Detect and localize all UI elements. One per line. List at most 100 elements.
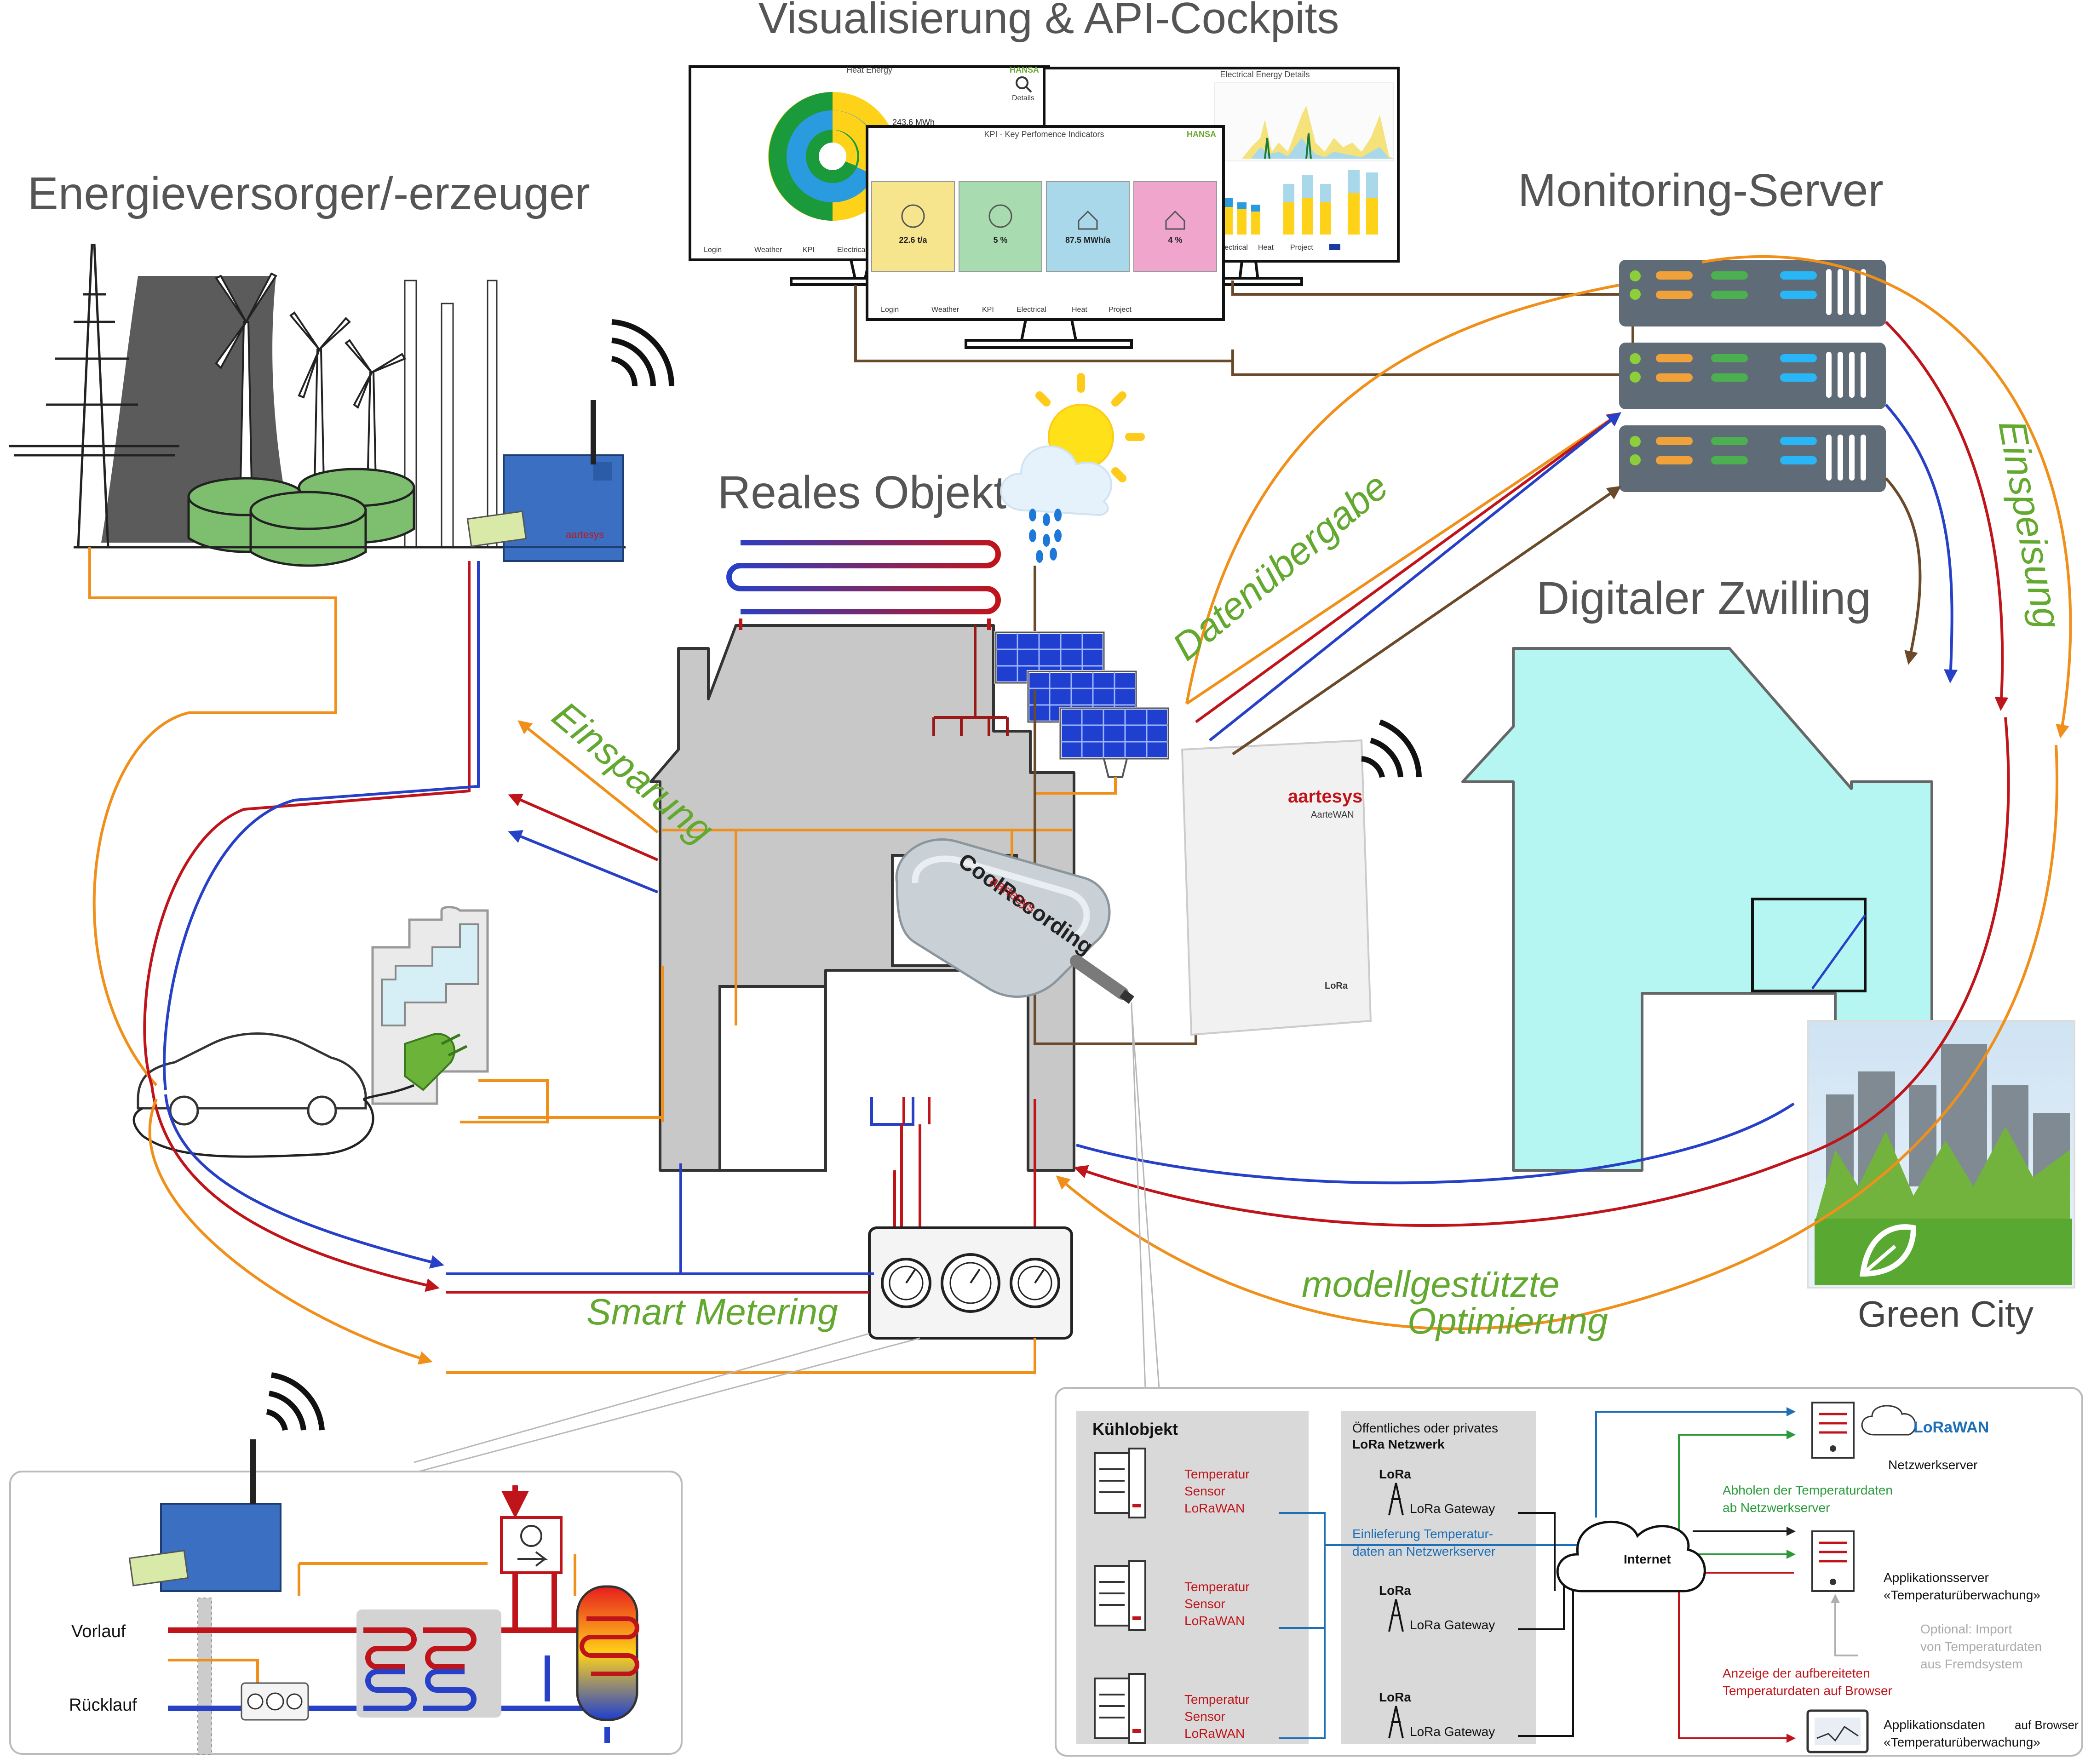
pylon-icon — [9, 243, 179, 548]
callout-line-sensor — [1131, 1002, 1160, 1389]
gateway3-lora-logo: LoRa — [1379, 1690, 1411, 1704]
leaf-icon — [1860, 1224, 1917, 1277]
storage-tanks — [187, 468, 415, 567]
internet-cloud-icon: Internet — [1556, 1521, 1706, 1592]
sensor-2 — [1094, 1560, 1146, 1631]
power-plant-illustration — [9, 243, 626, 567]
kpi-value-4: 4 % — [1168, 235, 1182, 245]
kpi-nav-heat[interactable]: Heat — [1072, 306, 1087, 314]
kpi-value-1: 22.6 t/a — [899, 235, 927, 245]
electrical-bar-chart — [1224, 170, 1378, 235]
lora-network-panel: Kühlobjekt Temperatur Sensor LoRaWAN Tem… — [1055, 1387, 2083, 1757]
label-return: Rücklauf — [69, 1695, 137, 1715]
kpi-nav-project[interactable]: Project — [1109, 306, 1132, 314]
electrical-nav-heat[interactable]: Heat — [1258, 244, 1274, 252]
electrical-nav-project[interactable]: Project — [1290, 244, 1313, 252]
sensor3-label-1: Temperatur — [1184, 1692, 1250, 1707]
lora-gateway-2: LoRa LoRa Gateway — [1379, 1583, 1495, 1632]
heat-nav-weather[interactable]: Weather — [754, 246, 782, 254]
detail-heat-pump — [500, 1516, 563, 1574]
coolrecording-sensor: CoolRecording aartesys — [895, 838, 1134, 1004]
kpi-value-3: 87.5 MWh/a — [1065, 235, 1111, 245]
kpi-nav-weather[interactable]: Weather — [931, 306, 959, 314]
kpi-nav-electrical[interactable]: Electrical — [1017, 306, 1046, 314]
controller-brand: aartesys — [566, 529, 604, 540]
magnifier-icon[interactable] — [1016, 76, 1032, 93]
green-city-icon — [1807, 1020, 2075, 1289]
charging-station — [371, 906, 489, 1105]
wifi-icon — [266, 1372, 325, 1431]
heat-nav-electrical[interactable]: Electrical — [837, 246, 867, 254]
heat-total-value: 243.6 MWh — [892, 118, 935, 127]
sensor2-label-1: Temperatur — [1184, 1580, 1250, 1594]
heat-logo: HANSA — [1010, 65, 1039, 74]
radiator-icon — [726, 540, 1001, 630]
gateway-brand: aartesys — [1288, 786, 1362, 807]
sensor2-label-2: Sensor — [1184, 1597, 1225, 1611]
label-optimization-2: Optimierung — [1407, 1300, 1608, 1341]
digital-twin-house — [1461, 647, 1933, 1172]
aartewan-gateway: aartesys AarteWAN LoRa — [1181, 719, 1422, 1036]
field-controller-device: aartesys — [466, 319, 675, 562]
smart-meter-box — [868, 1226, 1073, 1340]
display-label-2: Temperaturdaten auf Browser — [1723, 1684, 1892, 1698]
wifi-icon — [611, 319, 675, 387]
gateway3-label: LoRa Gateway — [1410, 1724, 1495, 1739]
delivery-label-1: Einlieferung Temperatur- — [1352, 1527, 1493, 1541]
kpi-nav-login[interactable]: Login — [881, 306, 899, 314]
netserver-label: Netzwerkserver — [1888, 1458, 1977, 1472]
kpi-value-2: 5 % — [993, 235, 1007, 245]
label-feed-in: Einspeisung — [1990, 417, 2069, 632]
title-digital-twin: Digitaler Zwilling — [1536, 573, 1871, 624]
server-rack-2 — [1619, 343, 1886, 409]
heat-details-link[interactable]: Details — [1012, 94, 1034, 102]
detail-heat-exchanger — [356, 1609, 501, 1718]
electric-car — [132, 1032, 414, 1158]
gateway1-label: LoRa Gateway — [1410, 1501, 1495, 1516]
weather-icon — [1000, 373, 1145, 690]
title-green-city: Green City — [1858, 1294, 2034, 1334]
gateway1-lora-logo: LoRa — [1379, 1467, 1411, 1481]
kpi-tile-savings[interactable]: 4 % — [1133, 181, 1217, 272]
lorawan-logo: LoRaWAN — [1913, 1419, 1989, 1436]
kpi-logo: HANSA — [1187, 130, 1216, 139]
label-optimization-1: modellgestützte — [1302, 1264, 1559, 1305]
gateway-model: AarteWAN — [1311, 810, 1354, 820]
monitor-kpi[interactable]: KPI - Key Perfomence Indicators HANSA 22… — [866, 125, 1225, 349]
electrical-area-chart — [1214, 82, 1394, 161]
flow-lines — [88, 255, 2072, 1374]
sensor1-label-3: LoRaWAN — [1184, 1501, 1245, 1515]
gauge-icon — [941, 1253, 1000, 1313]
sensor-1 — [1094, 1448, 1146, 1518]
kpi-nav-kpi[interactable]: KPI — [982, 306, 994, 314]
callout-line-meter — [414, 1333, 920, 1472]
solar-panels — [994, 631, 1170, 778]
appdata-label-3: auf Browser — [2015, 1718, 2079, 1732]
title-real-object: Reales Objekt — [718, 467, 1006, 518]
internet-label: Internet — [1624, 1552, 1671, 1566]
heat-nav-kpi[interactable]: KPI — [803, 246, 815, 254]
server-rack-3 — [1619, 425, 1886, 492]
gauge-icon — [1010, 1258, 1060, 1308]
application-server-icon — [1811, 1530, 1855, 1592]
appserver-label-2: «Temperaturüberwachung» — [1884, 1588, 2040, 1602]
gauge-icon — [881, 1258, 931, 1308]
sensor3-label-3: LoRaWAN — [1184, 1726, 1245, 1741]
browser-monitor-icon — [1806, 1709, 1869, 1753]
heat-nav-login[interactable]: Login — [704, 246, 722, 254]
kpi-tile-co2-reduction[interactable]: 5 % — [959, 181, 1042, 272]
optional-label-2: von Temperaturdaten — [1920, 1639, 2042, 1654]
box2-title-1: Öffentliches oder privates — [1352, 1421, 1498, 1435]
display-label-1: Anzeige der aufbereiteten — [1723, 1666, 1870, 1680]
electrical-screen-title: Electrical Energy Details — [1220, 70, 1310, 79]
label-data-transfer: Datenübergabe — [1164, 464, 1396, 669]
box2-title-2: LoRa Netzwerk — [1352, 1437, 1445, 1451]
wifi-icon — [1361, 719, 1422, 778]
sensor2-label-3: LoRaWAN — [1184, 1614, 1245, 1628]
kpi-tile-co2[interactable]: 22.6 t/a — [871, 181, 955, 272]
electrical-nav-electrical[interactable]: Electrical — [1218, 244, 1248, 252]
kpi-tile-energy[interactable]: 87.5 MWh/a — [1046, 181, 1130, 272]
cable-monitor-to-server-2 — [1231, 281, 1624, 296]
gateway-lora-logo: LoRa — [1325, 981, 1348, 991]
